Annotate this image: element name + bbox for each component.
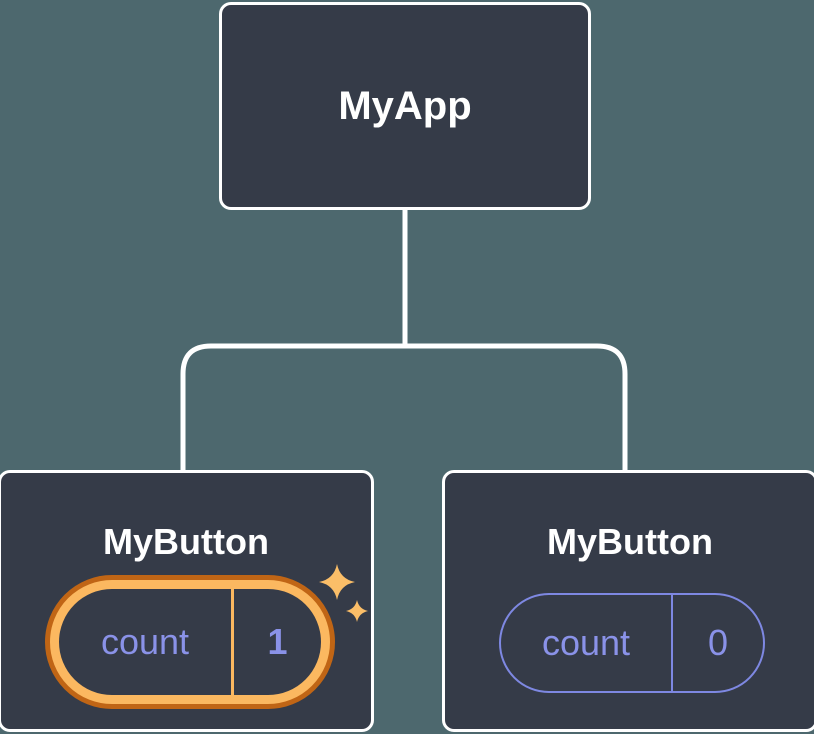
state-pill-highlighted-body: count 1 <box>59 589 321 695</box>
state-key-label: count <box>541 622 631 663</box>
node-mybutton-left-label: MyButton <box>103 521 269 562</box>
branch-to-children-line <box>180 343 628 474</box>
state-value-cell: 0 <box>673 595 763 691</box>
sparkle-small-icon <box>346 600 368 622</box>
node-mybutton-right-label: MyButton <box>547 521 713 562</box>
node-mybutton-right: MyButton count 0 <box>442 470 814 732</box>
sparkle-icon <box>319 564 368 622</box>
state-pill-plain: count 0 <box>499 593 765 693</box>
state-value-label: 0 <box>707 622 729 663</box>
node-myapp: MyApp <box>219 2 591 210</box>
state-value-cell: 1 <box>234 589 321 695</box>
state-key-label: count <box>100 621 190 662</box>
sparkle-large-icon <box>319 564 355 600</box>
node-mybutton-left: MyButton count 1 <box>0 470 374 732</box>
state-key-cell: count <box>59 589 234 695</box>
state-value-label: 1 <box>267 621 288 662</box>
state-pill-highlighted: count 1 <box>45 575 335 709</box>
state-key-cell: count <box>501 595 673 691</box>
node-myapp-label: MyApp <box>338 83 472 128</box>
